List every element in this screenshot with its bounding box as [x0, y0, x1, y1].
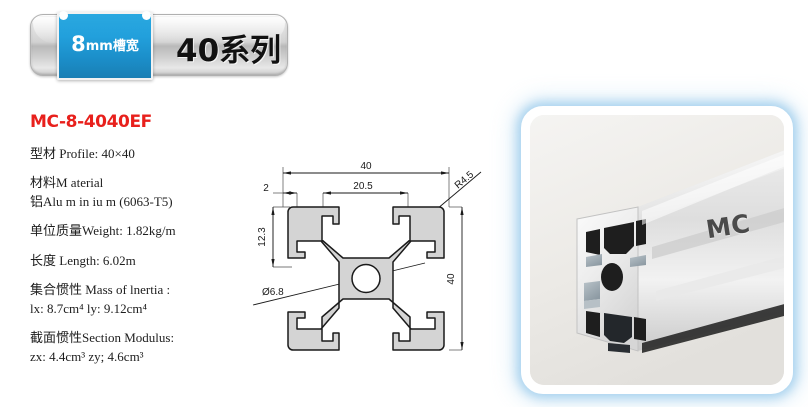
spec-inertia-line2: lx: 8.7cm⁴ ly: 9.12cm⁴: [30, 300, 148, 316]
dim-width-top-label: 40: [360, 161, 372, 172]
specification-block: MC-8-4040EF 型材 Profile: 40×40 材料M ateria…: [30, 112, 260, 377]
spec-length-line1: 长度 Length: 6.02m: [30, 252, 136, 268]
dim-height-left-label: 12.3: [257, 227, 268, 247]
spec-moment-of-inertia: 集合惯性 Mass of lnertia : lx: 8.7cm⁴ ly: 9.…: [30, 281, 260, 318]
dim-bore-label: Ø6.8: [262, 287, 284, 298]
product-photo: MC: [521, 106, 793, 394]
spec-profile-line1: 型材 Profile: 40×40: [30, 146, 135, 161]
slot-width-unit: mm: [85, 39, 113, 54]
extrusion-end-face: [576, 206, 646, 353]
dim-edge-left-label: 2: [263, 183, 269, 194]
slot-width-cn: 槽宽: [112, 39, 139, 54]
product-photo-image: MC: [530, 115, 784, 385]
spec-material-line2: 铝Alu m in iu m (6063-T5): [30, 193, 173, 209]
spec-profile: 型材 Profile: 40×40: [30, 145, 260, 163]
spec-modulus-line1: 截面惯性Section Modulus:: [30, 330, 175, 346]
dim-height-right-label: 40: [446, 273, 457, 285]
dim-slot-span-label: 20.5: [353, 181, 373, 192]
product-code: MC-8-4040EF: [30, 112, 152, 132]
photo-highlight: [642, 154, 784, 225]
dim-radius-label: R4.5: [453, 169, 477, 191]
spec-material: 材料M aterial 铝Alu m in iu m (6063-T5): [30, 174, 260, 211]
spec-material-line1: 材料M aterial: [30, 175, 104, 191]
spec-weight-line1: 单位质量Weight: 1.82kg/m: [30, 223, 176, 239]
spec-inertia-line1: 集合惯性 Mass of lnertia :: [30, 282, 171, 298]
profile-cross-section: [287, 206, 445, 351]
spec-section-modulus: 截面惯性Section Modulus: zx: 4.4cm³ zy; 4.6c…: [30, 329, 260, 366]
tag-notch-right-icon: [142, 11, 151, 20]
slot-width-value: 8: [71, 32, 86, 56]
series-label: 40系列: [176, 33, 282, 69]
spec-length: 长度 Length: 6.02m: [30, 252, 260, 270]
spec-weight: 单位质量Weight: 1.82kg/m: [30, 222, 260, 240]
slot-width-tag-text: 8mm槽宽: [57, 32, 153, 56]
slot-width-tag: 8mm槽宽: [57, 11, 153, 80]
header-banner: 40系列 8mm槽宽: [30, 11, 288, 80]
slot-width-tag-body: [57, 12, 153, 80]
spec-modulus-line2: zx: 4.4cm³ zy; 4.6cm³: [30, 348, 144, 364]
profile-center-bore: [351, 263, 381, 294]
tag-notch-left-icon: [59, 11, 68, 20]
technical-drawing: 40 2 20.5 12.3 40 R4.5 Ø: [250, 145, 515, 380]
